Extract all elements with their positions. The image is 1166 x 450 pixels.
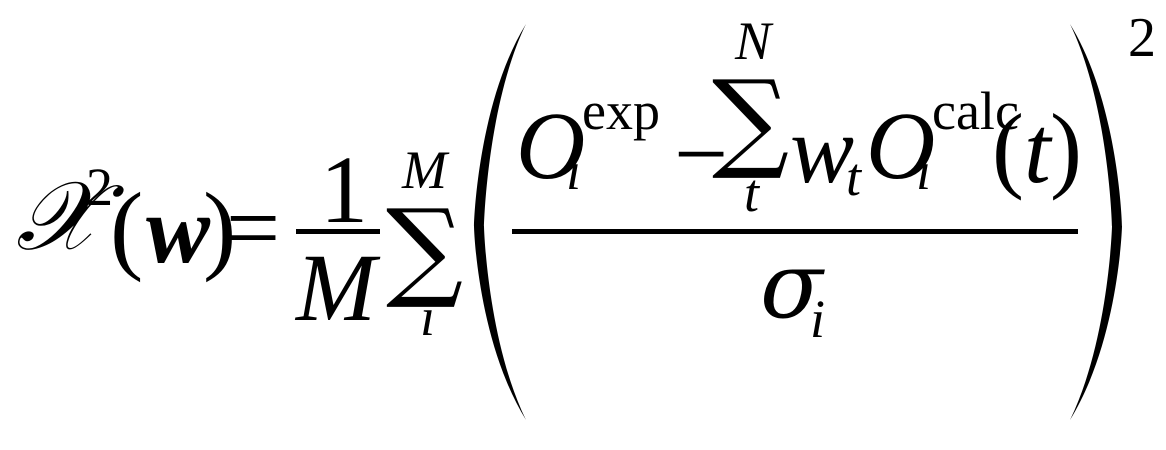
prefactor-denominator: M (296, 234, 376, 341)
big-right-paren (1070, 24, 1122, 420)
outer-exponent-2: 2 (1128, 7, 1156, 69)
prefactor-fraction-bar (296, 229, 380, 234)
numerator-obs-subscript-i: i (566, 141, 582, 201)
numerator-minus-sign: − (674, 100, 729, 207)
numerator-obs-superscript-exp: exp (582, 81, 660, 141)
numerator-observable-O: O (516, 92, 586, 199)
numerator-arg-t: t (1024, 96, 1051, 203)
numerator-arg-close-paren: ) (1050, 94, 1082, 201)
lhs-close-paren: ) (203, 172, 237, 283)
inner-sum-upper-limit: N (735, 11, 772, 71)
big-left-paren (474, 24, 526, 420)
outer-sum-symbol: ∑ (386, 187, 464, 312)
weight-vector-w: w (146, 176, 211, 283)
denominator-sigma-subscript-i: i (810, 289, 826, 349)
numerator-arg-open-paren: ( (992, 94, 1024, 201)
lhs-open-paren: ( (110, 172, 144, 283)
numerator-weight-w: w (790, 96, 855, 203)
outer-sum-lower-limit: i (420, 287, 436, 347)
outer-sum-upper-limit: M (402, 140, 447, 200)
prefactor-numerator: 1 (320, 136, 368, 243)
numerator-calc-superscript: calc (932, 81, 1019, 141)
numerator-calc-observable-O: O (866, 92, 936, 199)
main-fraction-bar (512, 229, 1078, 234)
chi-exponent: 2 (86, 157, 113, 217)
inner-sum-lower-limit: t (744, 163, 760, 223)
chi-symbol: 𝒳 (16, 160, 99, 272)
numerator-weight-subscript-t: t (846, 147, 862, 207)
numerator-calc-subscript-i: i (916, 141, 932, 201)
inner-sum-symbol: ∑ (712, 58, 790, 183)
denominator-sigma: σ (760, 232, 823, 339)
equals-sign: = (226, 174, 281, 281)
